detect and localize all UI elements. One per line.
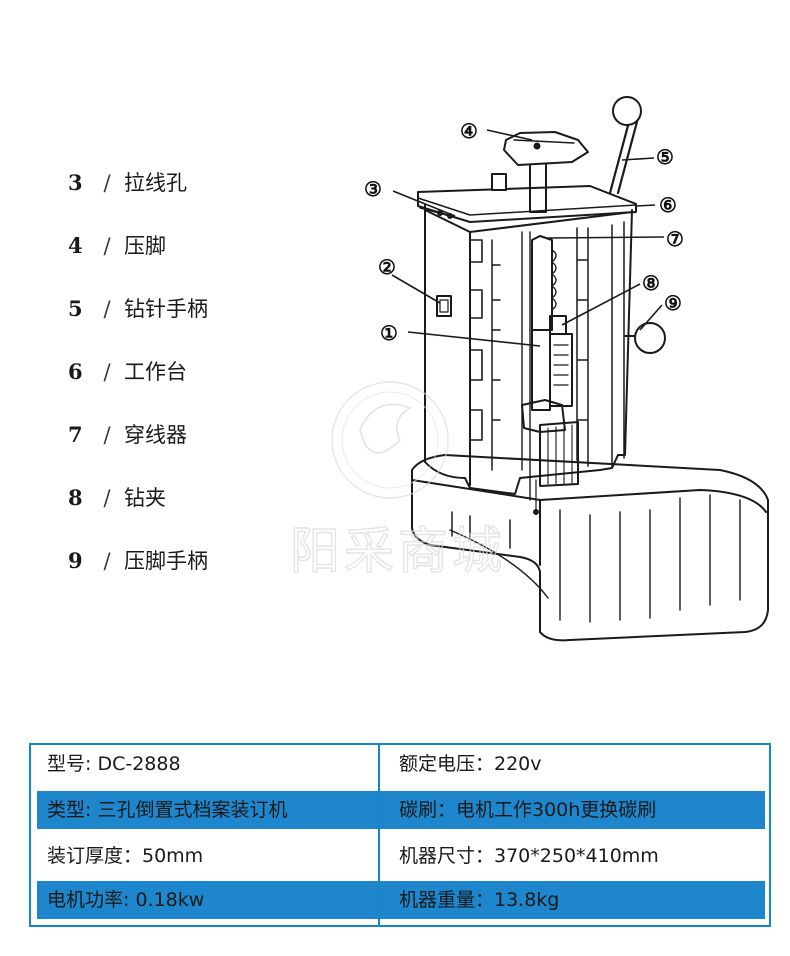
legend-separator: / [103,297,111,321]
worktable [417,185,637,223]
legend-item-5: 5 / 钻针手柄 [68,294,208,324]
spec-thickness: 装订厚度：50mm [47,845,204,867]
watermark: 阳采商城 [289,381,506,581]
legend-item-7: 7 / 穿线器 [68,420,187,450]
callout-9: ⑨ [664,291,682,315]
spec-row: 型号: DC-2888 额定电压：220v [37,745,765,783]
spec-carbon-brush: 碳刷：电机工作300h更换碳刷 [399,799,657,821]
drill-motor [539,421,579,487]
binding-machine-diagram: ① ② ③ ④ ⑤ ⑥ ⑦ ⑧ ⑨ 阳采商城 [289,96,769,642]
legend-number: 3 [68,170,83,195]
spec-row: 电机功率: 0.18kw 机器重量：13.8kg [37,881,765,919]
spec-weight: 机器重量：13.8kg [399,889,560,911]
legend-separator: / [103,486,111,510]
machine-base [411,454,769,642]
legend-item-8: 8 / 钻夹 [68,483,166,513]
legend-label: 穿线器 [124,423,187,447]
spec-table: 型号: DC-2888 额定电压：220v 类型: 三孔倒置式档案装订机 碳刷：… [29,743,771,927]
legend-separator: / [103,234,111,258]
spec-dimensions: 机器尺寸：370*250*410mm [399,845,659,867]
callout-2: ② [378,255,396,279]
legend-separator: / [103,360,111,384]
callout-8: ⑧ [642,271,660,295]
legend-number: 6 [68,359,83,384]
legend-number: 8 [68,485,83,510]
spec-motor-power: 电机功率: 0.18kw [47,889,205,911]
callout-5: ⑤ [656,145,674,169]
legend-label: 钻夹 [124,486,166,510]
legend-label: 钻针手柄 [124,297,208,321]
machine-column [424,204,633,495]
legend-separator: / [103,423,111,447]
legend-separator: / [103,549,111,573]
legend-label: 压脚 [124,234,166,258]
column-divider [378,745,380,925]
legend-number: 5 [68,296,83,321]
legend-item-4: 4 / 压脚 [68,231,166,261]
legend-number: 4 [68,233,83,258]
legend-label: 工作台 [124,360,187,384]
callout-1: ① [380,321,398,345]
spec-model: 型号: DC-2888 [47,753,181,775]
callout-4: ④ [460,119,478,143]
legend-number: 9 [68,548,83,573]
legend-label: 压脚手柄 [124,549,208,573]
legend-item-9: 9 / 压脚手柄 [68,546,208,576]
spec-row: 类型: 三孔倒置式档案装订机 碳刷：电机工作300h更换碳刷 [37,791,765,829]
spec-row: 装订厚度：50mm 机器尺寸：370*250*410mm [37,837,765,875]
callout-3: ③ [364,177,382,201]
legend-item-3: 3 / 拉线孔 [68,168,187,198]
spec-voltage: 额定电压：220v [399,753,542,775]
callout-7: ⑦ [666,227,684,251]
legend-item-6: 6 / 工作台 [68,357,187,387]
legend-label: 拉线孔 [124,171,187,195]
watermark-text: 阳采商城 [290,522,506,580]
callout-6: ⑥ [659,193,677,217]
legend-number: 7 [68,422,83,447]
legend-separator: / [103,171,111,195]
spec-type: 类型: 三孔倒置式档案装订机 [47,799,288,821]
